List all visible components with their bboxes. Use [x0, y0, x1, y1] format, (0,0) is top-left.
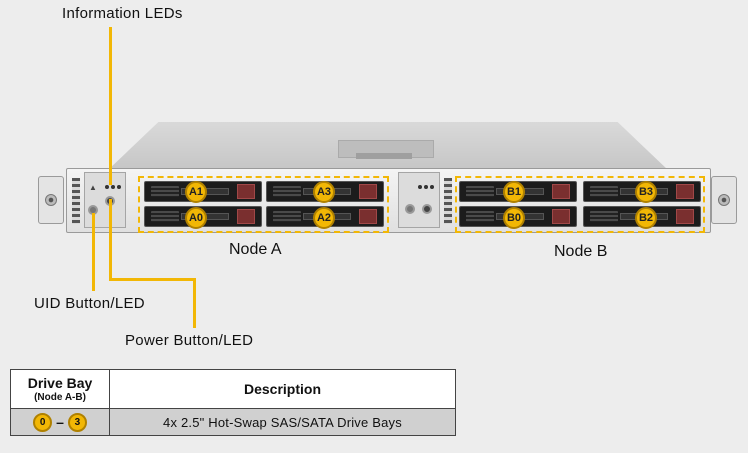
node-a-logo-mark: ▲: [89, 183, 97, 192]
power-button-leader-vertical: [109, 199, 112, 280]
range-start-badge: 0: [33, 412, 53, 432]
drive-bay-header-title: Drive Bay: [27, 375, 93, 391]
information-leds-label: Information LEDs: [62, 5, 183, 22]
chassis-top-vent-slot: [356, 153, 412, 159]
drive-bay-table: Drive Bay (Node A-B) Description 0 – 3 4…: [10, 369, 456, 436]
range-end-badge: 3: [67, 412, 87, 432]
bay-badge-b2: B2: [635, 207, 657, 229]
bay-badge-a3: A3: [313, 181, 335, 203]
node-b-power-button[interactable]: [422, 204, 432, 214]
uid-button-leader: [92, 213, 95, 291]
bay-badge-a1: A1: [185, 181, 207, 203]
node-b-info-led-1: [418, 185, 422, 189]
drive-bay-header-subtitle: (Node A-B): [34, 392, 86, 403]
node-a-info-led-3: [117, 185, 121, 189]
bay-badge-b0: B0: [503, 207, 525, 229]
information-leds-leader: [109, 27, 112, 185]
node-a-bay-group: [138, 176, 389, 233]
node-a-info-led-2: [111, 185, 115, 189]
node-a-info-led-1: [105, 185, 109, 189]
power-button-label: Power Button/LED: [125, 332, 254, 349]
node-b-bay-group: [455, 176, 705, 233]
table-header-row: Drive Bay (Node A-B) Description: [10, 369, 456, 409]
node-b-info-led-2: [424, 185, 428, 189]
node-b-vent-strip: [444, 178, 452, 224]
left-rack-screw-icon: [45, 194, 57, 206]
node-b-uid-button[interactable]: [405, 204, 415, 214]
description-header: Description: [109, 369, 456, 409]
node-b-label: Node B: [554, 243, 608, 260]
range-separator: –: [56, 414, 64, 430]
bay-badge-a2: A2: [313, 207, 335, 229]
node-a-label: Node A: [229, 241, 282, 258]
right-rack-screw-icon: [718, 194, 730, 206]
power-button-leader-drop: [193, 278, 196, 328]
drive-bay-description: 4x 2.5" Hot-Swap SAS/SATA Drive Bays: [109, 408, 456, 436]
bay-badge-b3: B3: [635, 181, 657, 203]
node-b-control-panel: [398, 172, 440, 228]
node-a-vent-strip: [72, 178, 80, 224]
bay-badge-a0: A0: [185, 207, 207, 229]
drive-bay-range-cell: 0 – 3: [10, 408, 110, 436]
uid-button-label: UID Button/LED: [34, 295, 145, 312]
bay-badge-b1: B1: [503, 181, 525, 203]
node-b-info-led-3: [430, 185, 434, 189]
drive-bay-header: Drive Bay (Node A-B): [10, 369, 110, 409]
power-button-leader-horizontal: [109, 278, 195, 281]
table-row: 0 – 3 4x 2.5" Hot-Swap SAS/SATA Drive Ba…: [10, 408, 456, 436]
